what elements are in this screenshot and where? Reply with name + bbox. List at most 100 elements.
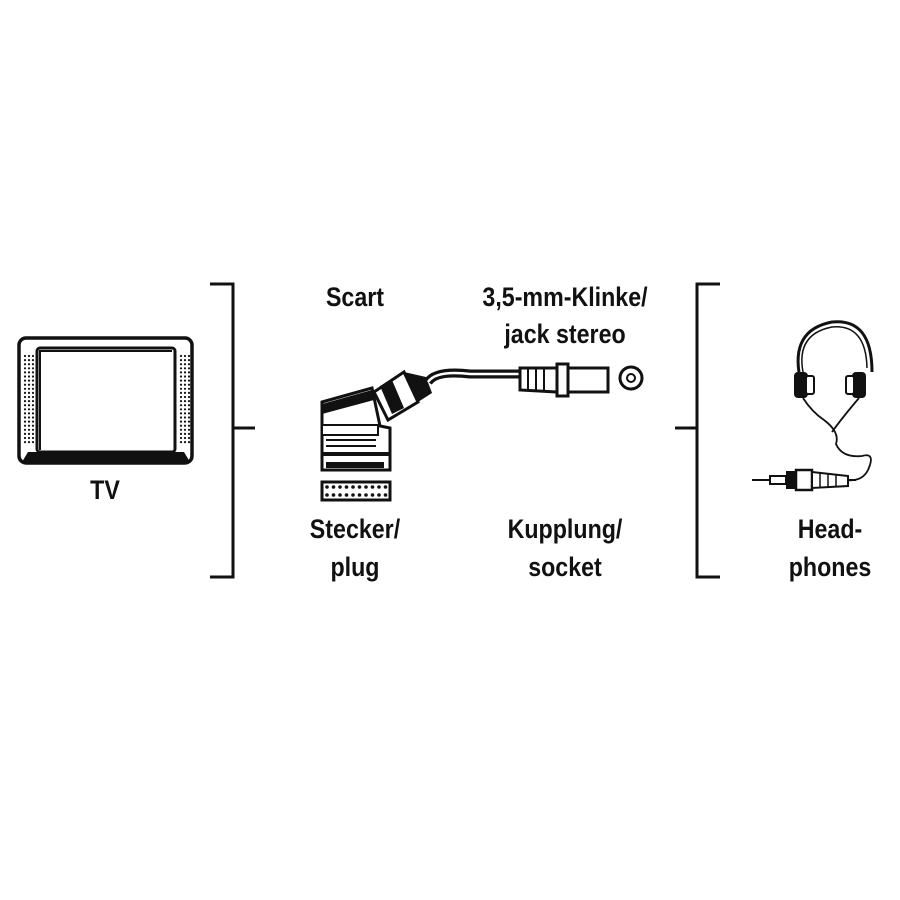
grille-dot [27, 367, 31, 370]
grille-dot [179, 395, 183, 399]
grille-dot [187, 354, 191, 358]
grille-dot [23, 441, 27, 444]
grille-dot [187, 428, 191, 431]
grille-dot [27, 383, 31, 386]
grille-dot [187, 375, 191, 378]
grille-dot [183, 379, 187, 382]
grille-dot [179, 436, 183, 440]
grille-dot [27, 416, 31, 419]
grille-dot [31, 375, 35, 378]
grille-dot [357, 485, 362, 489]
plug-label-line1: Stecker/ [309, 514, 401, 544]
tv-label: TV [90, 475, 120, 505]
grille-dot [31, 391, 35, 394]
grille-dot [23, 383, 27, 386]
grille-dot [179, 387, 183, 390]
grille-dot [179, 371, 183, 374]
grille-dot [31, 416, 35, 419]
grille-dot [187, 371, 191, 374]
grille-dot [179, 428, 183, 431]
grille-dot [27, 387, 31, 390]
grille-dot [23, 371, 27, 374]
grille-dot [179, 354, 183, 358]
socket-label-line1: Kupplung/ [507, 514, 623, 544]
grille-dot [187, 441, 191, 444]
grille-dot [31, 387, 35, 390]
grille-dot [27, 379, 31, 382]
grille-dot [187, 432, 191, 435]
grille-dot [31, 371, 35, 374]
grille-dot [31, 363, 35, 366]
grille-dot [183, 387, 187, 390]
grille-dot [27, 395, 31, 399]
grille-dot [23, 379, 27, 382]
grille-dot [31, 432, 35, 435]
grille-dot [23, 395, 27, 399]
grille-dot [183, 371, 187, 374]
grille-dot [383, 493, 388, 497]
grille-dot [183, 441, 187, 444]
grille-dot [187, 436, 191, 440]
grille-dot [23, 354, 27, 358]
grille-dot [187, 363, 191, 366]
grille-dot [23, 412, 27, 415]
grille-dot [27, 428, 31, 431]
grille-dot [357, 493, 362, 497]
grille-dot [183, 391, 187, 394]
grille-dot [351, 493, 355, 497]
grille-dot [325, 485, 329, 489]
grille-dot [31, 436, 35, 440]
grille-dot [23, 416, 27, 419]
scart-label: Scart [325, 282, 385, 312]
grille-dot [187, 400, 191, 403]
grille-dot [23, 367, 27, 370]
grille-dot [338, 485, 342, 489]
jack-label-line2: jack stereo [504, 319, 626, 349]
grille-dot [179, 359, 183, 362]
grille-dot [31, 354, 35, 358]
grille-dot [27, 375, 31, 378]
left-bracket-icon [210, 282, 255, 579]
grille-dot [187, 420, 191, 423]
grille-dot [179, 379, 183, 382]
grille-dot [27, 420, 31, 423]
grille-dot [331, 485, 336, 489]
socket-label-line2: socket [528, 552, 602, 582]
grille-dot [27, 432, 31, 435]
grille-dot [23, 436, 27, 440]
headphones-label-line1: Head- [797, 514, 863, 544]
jack-socket-icon [424, 362, 644, 398]
grille-dot [27, 441, 31, 444]
grille-dot [27, 391, 31, 394]
grille-dot [183, 375, 187, 378]
grille-dot [179, 400, 183, 403]
grille-dot [183, 383, 187, 386]
grille-dot [179, 416, 183, 419]
grille-dot [31, 400, 35, 403]
grille-dot [23, 432, 27, 435]
grille-dot [179, 424, 183, 427]
grille-dot [23, 375, 27, 378]
grille-dot [27, 408, 31, 411]
grille-dot [27, 363, 31, 366]
grille-dot [344, 493, 349, 497]
headphones-label-line2: phones [788, 552, 872, 582]
grille-dot [183, 400, 187, 403]
grille-dot [183, 428, 187, 431]
grille-dot [183, 416, 187, 419]
grille-dot [183, 408, 187, 411]
grille-dot [31, 367, 35, 370]
grille-dot [344, 485, 349, 489]
grille-dot [23, 424, 27, 427]
grille-dot [187, 367, 191, 370]
grille-dot [23, 404, 27, 407]
right-bracket-icon [675, 282, 720, 579]
grille-dot [183, 432, 187, 435]
grille-dot [27, 354, 31, 358]
grille-dot [183, 367, 187, 370]
grille-dot [370, 485, 375, 489]
grille-dot [23, 387, 27, 390]
grille-dot [23, 391, 27, 394]
grille-dot [23, 400, 27, 403]
